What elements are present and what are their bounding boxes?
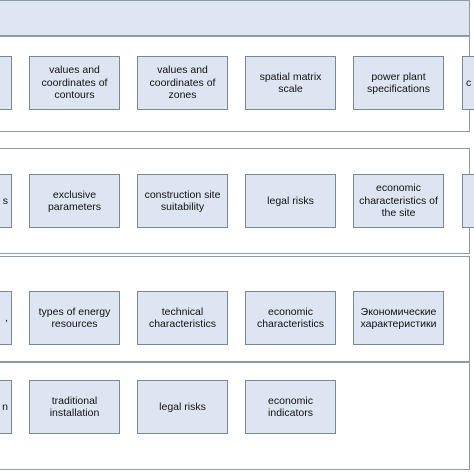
box-label: economic characteristics [256,305,325,331]
box-label: s [2,194,8,207]
box-label: values and coordinates of zones [149,64,216,102]
row1-box-partial-right: c [462,56,474,110]
box-label: exclusive parameters [47,188,102,214]
row2-box-partial-left: s [0,174,12,228]
row3-box-technical: technical characteristics [137,291,228,345]
row1-box-partial-left [0,56,12,110]
row4-box-legal-risks: legal risks [137,380,228,434]
row3-box-energy-types: types of energy resources [29,291,120,345]
box-label: legal risks [159,400,206,413]
box-label: economic indicators [268,394,313,420]
box-label: n [2,400,8,413]
box-label: legal risks [267,194,314,207]
box-label: values and coordinates of contours [41,64,108,102]
row1-box-matrix-scale: spatial matrix scale [245,56,336,110]
box-label: economic characteristics of the site [359,182,438,220]
box-label: power plant specifications [366,70,431,96]
row2-box-site-suitability: construction site suitability [137,174,228,228]
row1-box-contours: values and coordinates of contours [29,56,120,110]
box-label: traditional installation [49,394,100,420]
row4-box-traditional: traditional installation [29,380,120,434]
row2-box-economic-site: economic characteristics of the site [353,174,444,228]
box-label: , [5,311,8,324]
box-label: Экономические характеристики [360,305,437,331]
row1-box-plant-specs: power plant specifications [353,56,444,110]
row4-box-partial-left: n [0,380,12,434]
header-bar [0,0,470,36]
row2-box-partial-right [462,174,474,228]
row3-box-economic: economic characteristics [245,291,336,345]
box-label: c [466,76,472,89]
row3-box-partial-left: , [0,291,12,345]
box-label: types of energy resources [38,305,111,331]
box-label: spatial matrix scale [259,70,322,96]
row4-box-economic-indicators: economic indicators [245,380,336,434]
row2-box-exclusive: exclusive parameters [29,174,120,228]
box-label: construction site suitability [144,188,221,214]
row3-box-economic-ru: Экономические характеристики [353,291,444,345]
row2-box-legal-risks: legal risks [245,174,336,228]
row1-box-zones: values and coordinates of zones [137,56,228,110]
box-label: technical characteristics [148,305,217,331]
